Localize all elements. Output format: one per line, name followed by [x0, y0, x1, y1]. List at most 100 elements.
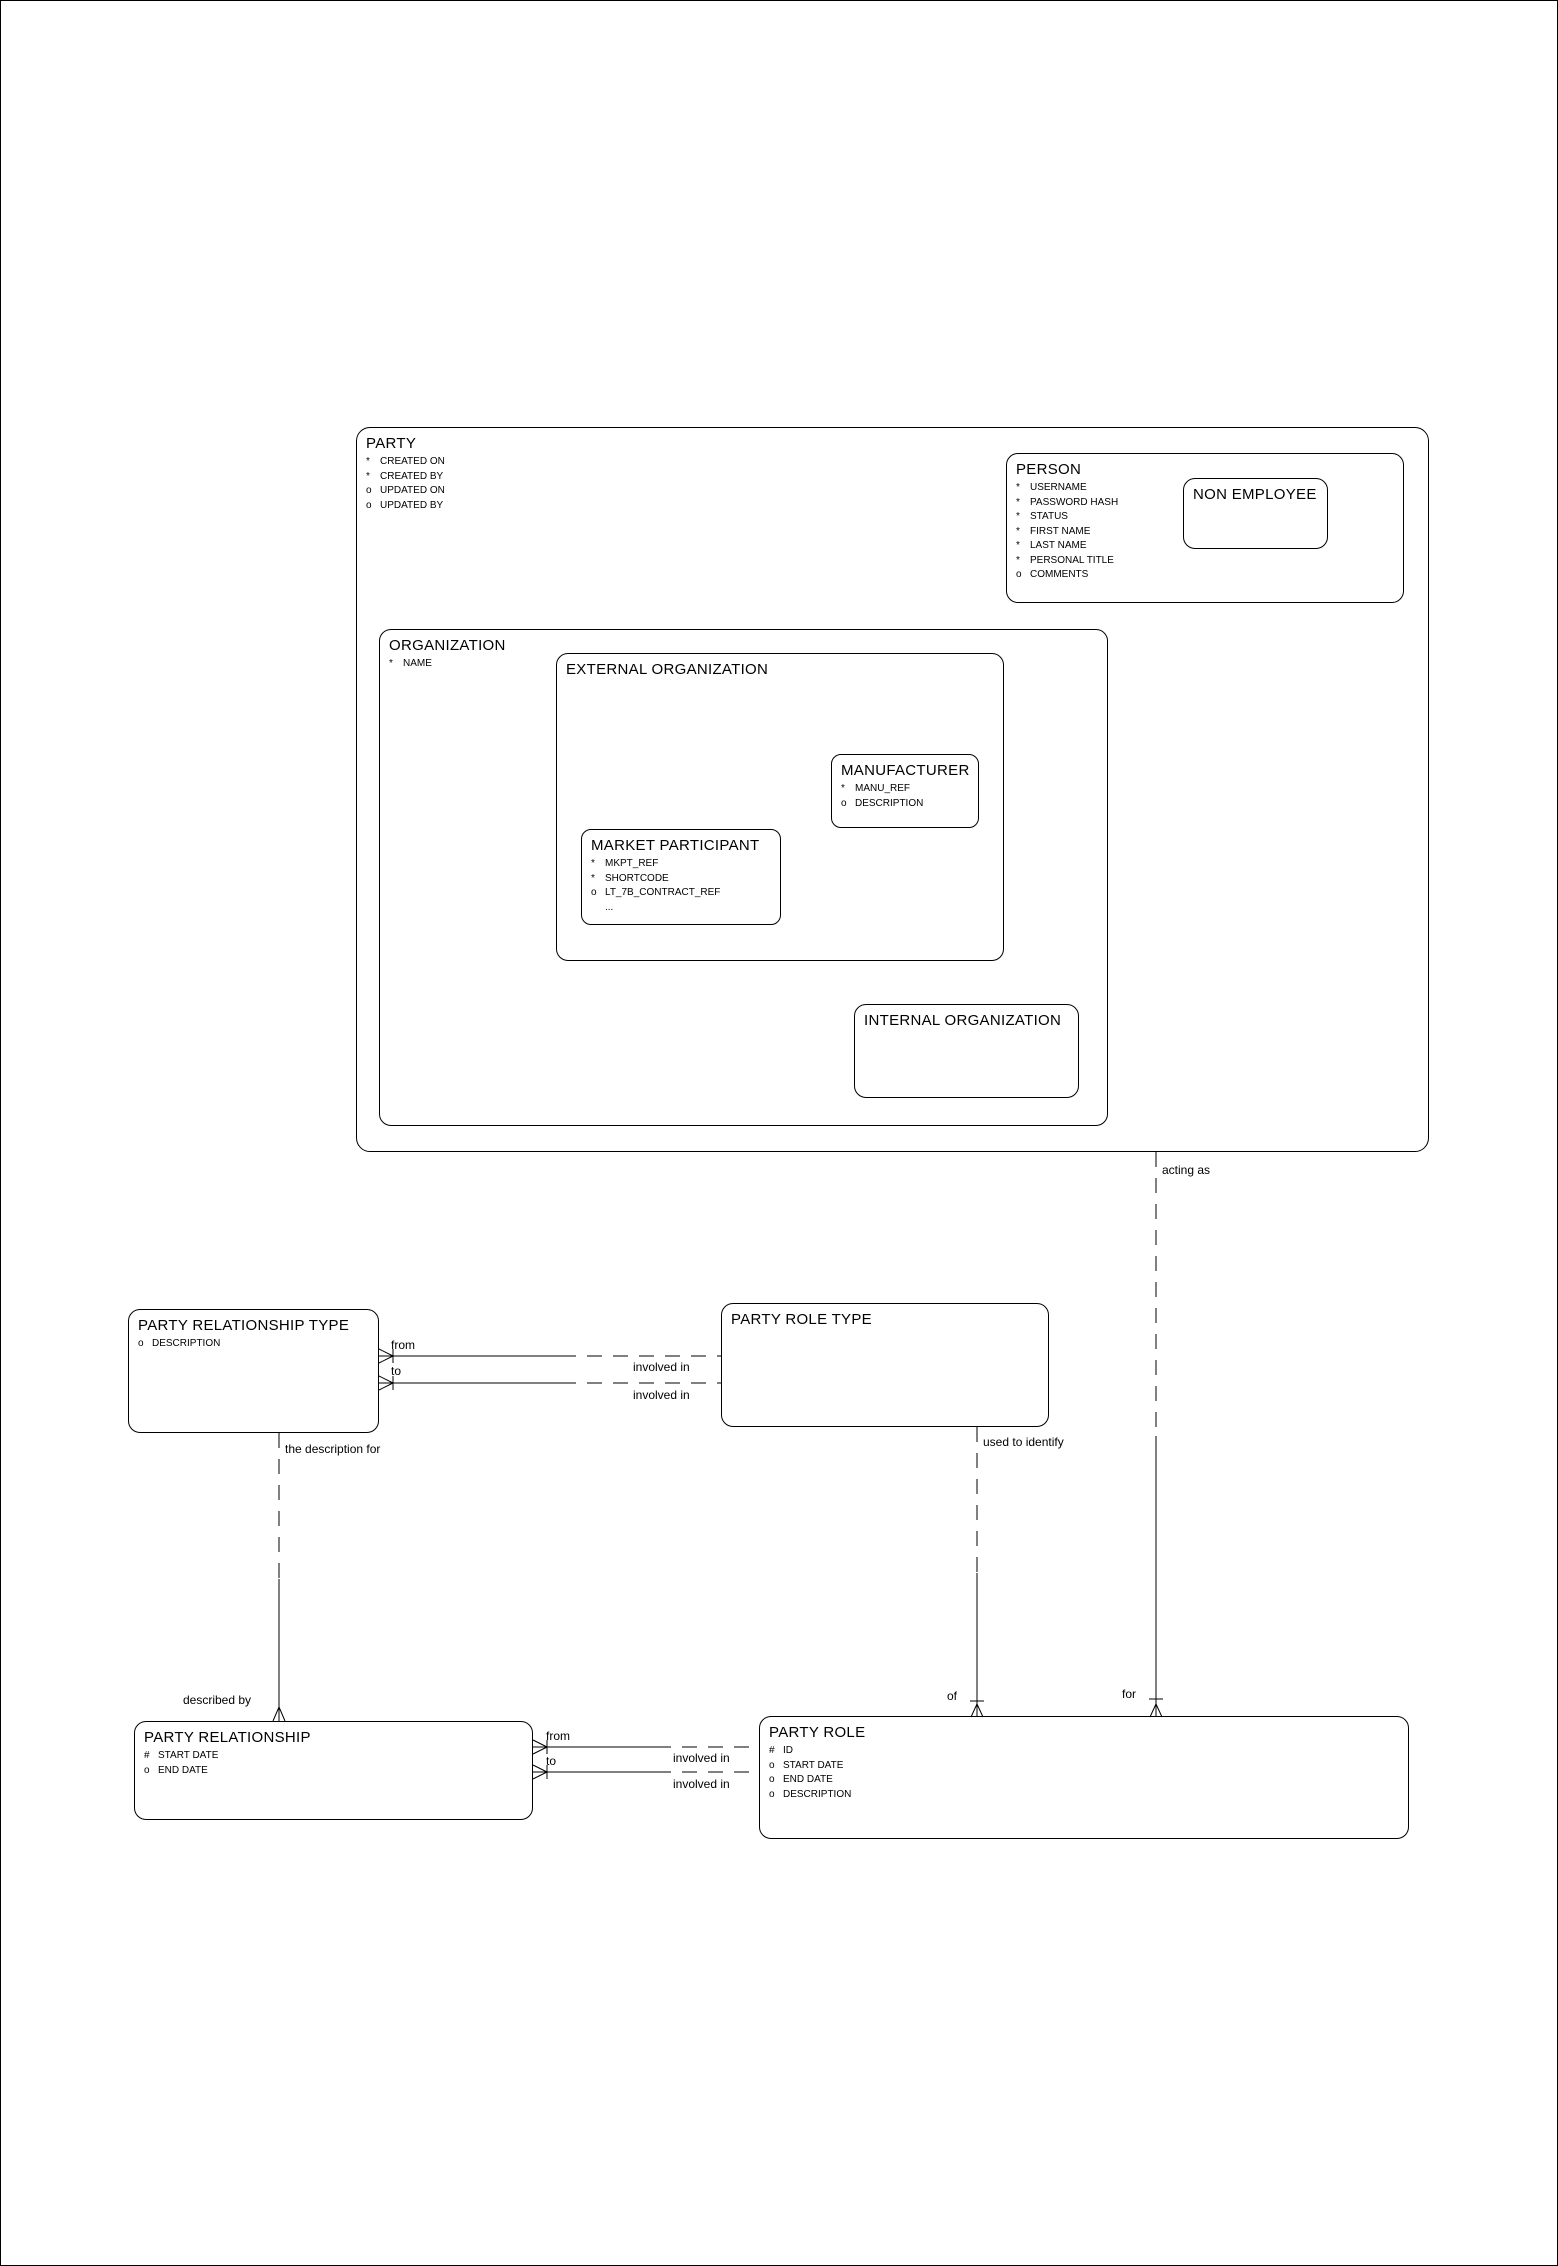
attr-prefix: o	[769, 1759, 775, 1771]
entity-title: PARTY	[366, 435, 417, 452]
attr-prefix: o	[769, 1788, 775, 1800]
entity-title: PARTY ROLE	[769, 1724, 866, 1741]
entity-organization[interactable]: ORGANIZATION *NAME	[379, 629, 1108, 1126]
attr-prefix	[591, 901, 605, 916]
attribute-row: * CREATED ON	[357, 455, 1428, 470]
attr-name: STATUS	[1030, 511, 1068, 522]
relationship-line-acting-as	[1149, 1152, 1163, 1718]
attr-prefix: o	[769, 1774, 775, 1785]
attribute-row: *PERSONAL TITLE	[1007, 554, 1403, 569]
attribute-row: o UPDATED BY	[357, 499, 1428, 514]
attribute-row: * PASSWORD HASH	[1007, 496, 1403, 511]
attr-prefix: *	[1016, 496, 1020, 508]
attr-name: DESCRIPTION	[152, 1338, 221, 1349]
attr-name: LT_7B_CONTRACT_REF	[605, 887, 721, 898]
label-rel-involved-in-lower: involved in	[673, 1777, 730, 1791]
relationship-line-type-from	[378, 1348, 721, 1364]
relationship-line-rel-to	[532, 1764, 759, 1780]
attr-name: ID	[783, 1745, 793, 1756]
label-the-description-for: the description for	[285, 1442, 381, 1456]
entity-title: ORGANIZATION	[389, 637, 506, 654]
label-rel-to: to	[546, 1754, 557, 1768]
label-for: for	[1122, 1687, 1137, 1701]
label-type-from: from	[391, 1338, 415, 1352]
entity-market-participant[interactable]: MARKET PARTICIPANT *MKPT_REF *SHORTCODE …	[581, 829, 781, 925]
attribute-row: * MANU_REF	[832, 782, 978, 797]
attr-name: PASSWORD HASH	[1030, 496, 1119, 508]
attr-name: CREATED ON	[380, 456, 445, 467]
attr-prefix: *	[591, 858, 595, 869]
attribute-row: *NAME	[380, 657, 1107, 672]
attribute-row: *FIRST NAME	[1007, 525, 1403, 540]
attr-prefix: *	[841, 783, 845, 794]
label-type-involved-in-upper: involved in	[633, 1360, 690, 1374]
attribute-row: * STATUS	[1007, 510, 1403, 525]
attr-prefix: *	[1016, 511, 1020, 522]
entity-non-employee[interactable]: NON EMPLOYEE	[1183, 478, 1328, 549]
attr-name: UPDATED ON	[380, 485, 445, 496]
attribute-row: # ID	[760, 1744, 1408, 1759]
relationship-line-type-to	[378, 1375, 721, 1391]
attr-name: LAST NAME	[1030, 540, 1087, 551]
attr-prefix: o	[366, 499, 372, 511]
relationship-line-rel-from	[532, 1739, 759, 1755]
attr-name: UPDATED BY	[380, 499, 444, 511]
attribute-row: *USERNAME	[1007, 481, 1403, 496]
attribute-row: o END DATE	[760, 1773, 1408, 1788]
attribute-row: o START DATE	[760, 1759, 1408, 1774]
entity-title: INTERNAL ORGANIZATION	[864, 1012, 1062, 1029]
attr-name: START DATE	[783, 1759, 844, 1771]
attr-prefix: o	[841, 797, 847, 809]
attr-prefix: *	[591, 872, 595, 884]
attr-prefix: *	[366, 470, 370, 482]
entity-internal-organization[interactable]: INTERNAL ORGANIZATION	[854, 1004, 1079, 1098]
attr-prefix: o	[591, 887, 597, 898]
attr-name: CREATED BY	[380, 470, 444, 482]
attr-prefix: o	[144, 1764, 150, 1776]
entity-title: MANUFACTURER	[841, 762, 970, 779]
attr-prefix: *	[1016, 525, 1020, 537]
label-rel-involved-in-upper: involved in	[673, 1751, 730, 1765]
entity-title: MARKET PARTICIPANT	[591, 837, 760, 854]
attr-name: PERSONAL TITLE	[1030, 554, 1114, 566]
label-rel-from: from	[546, 1729, 570, 1743]
attr-prefix: #	[144, 1750, 150, 1761]
entity-party-role-type[interactable]: PARTY ROLE TYPE	[721, 1303, 1049, 1427]
attr-name: USERNAME	[1030, 482, 1087, 493]
entity-title: PARTY ROLE TYPE	[731, 1311, 872, 1328]
label-used-to-identify: used to identify	[983, 1435, 1064, 1449]
label-of: of	[947, 1689, 958, 1703]
attr-name: ...	[605, 901, 614, 913]
attr-prefix: #	[769, 1745, 775, 1756]
attribute-row: *SHORTCODE	[582, 872, 780, 887]
attr-prefix: *	[1016, 540, 1020, 551]
attr-prefix: *	[389, 658, 393, 669]
entity-person[interactable]: PERSON *USERNAME *PASSWORD HASH *STATUS …	[1006, 453, 1404, 603]
label-described-by: described by	[183, 1693, 252, 1707]
relationship-line-identify	[970, 1427, 984, 1718]
attr-name: END DATE	[783, 1774, 833, 1785]
attr-name: START DATE	[158, 1750, 219, 1761]
attribute-row: ...	[582, 901, 780, 916]
attr-name: DESCRIPTION	[783, 1788, 852, 1800]
attr-name: MANU_REF	[855, 783, 911, 794]
label-type-to: to	[391, 1364, 402, 1378]
attribute-row: o DESCRIPTION	[760, 1788, 1408, 1803]
attr-prefix: *	[366, 456, 370, 467]
entity-title: PARTY RELATIONSHIP TYPE	[138, 1317, 350, 1334]
entity-external-organization[interactable]: EXTERNAL ORGANIZATION	[556, 653, 1004, 961]
attribute-row: o LT_7B_CONTRACT_REF	[582, 886, 780, 901]
attribute-row: # START DATE	[135, 1749, 532, 1764]
